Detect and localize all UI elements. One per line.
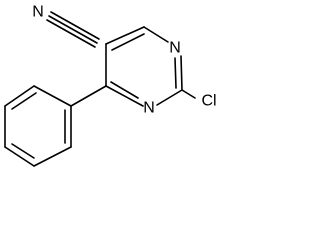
phenyl-bond-2 [4,85,35,107]
ring-bond-c6-n1 [143,26,169,43]
chlorine-label: Cl [201,93,216,110]
phenyl-link-bond [70,85,107,107]
ring-inner-bond-3 [110,81,139,99]
nitrile-bond-1 [48,15,98,44]
ring-bond-n1-c2 [180,55,183,91]
structure-diagram: N N N Cl [0,0,222,171]
phenyl-inner-bond-1 [11,92,37,110]
phenyl-bond-1 [33,85,72,107]
phenyl-inner-bond-2 [11,143,35,159]
ring-n-bottom-label: N [143,100,155,117]
phenyl-bond-4 [4,146,35,167]
nitrile-bond-3 [46,19,96,48]
phenyl-bond-5 [33,146,72,167]
ring-n-top-label: N [169,40,181,57]
ring-bond-c5-c6 [105,26,145,45]
chlorine-bond [181,89,196,99]
ring-bond-c2-n3 [156,89,183,106]
nitrile-n-label: N [32,4,44,21]
nitrile-bond-2 [50,11,100,40]
ring-inner-bond-1 [111,33,145,51]
ring-inner-bond-2 [174,57,177,89]
molecule-canvas: N N N Cl [4,4,217,167]
ring-bond-n3-c4 [105,85,144,107]
